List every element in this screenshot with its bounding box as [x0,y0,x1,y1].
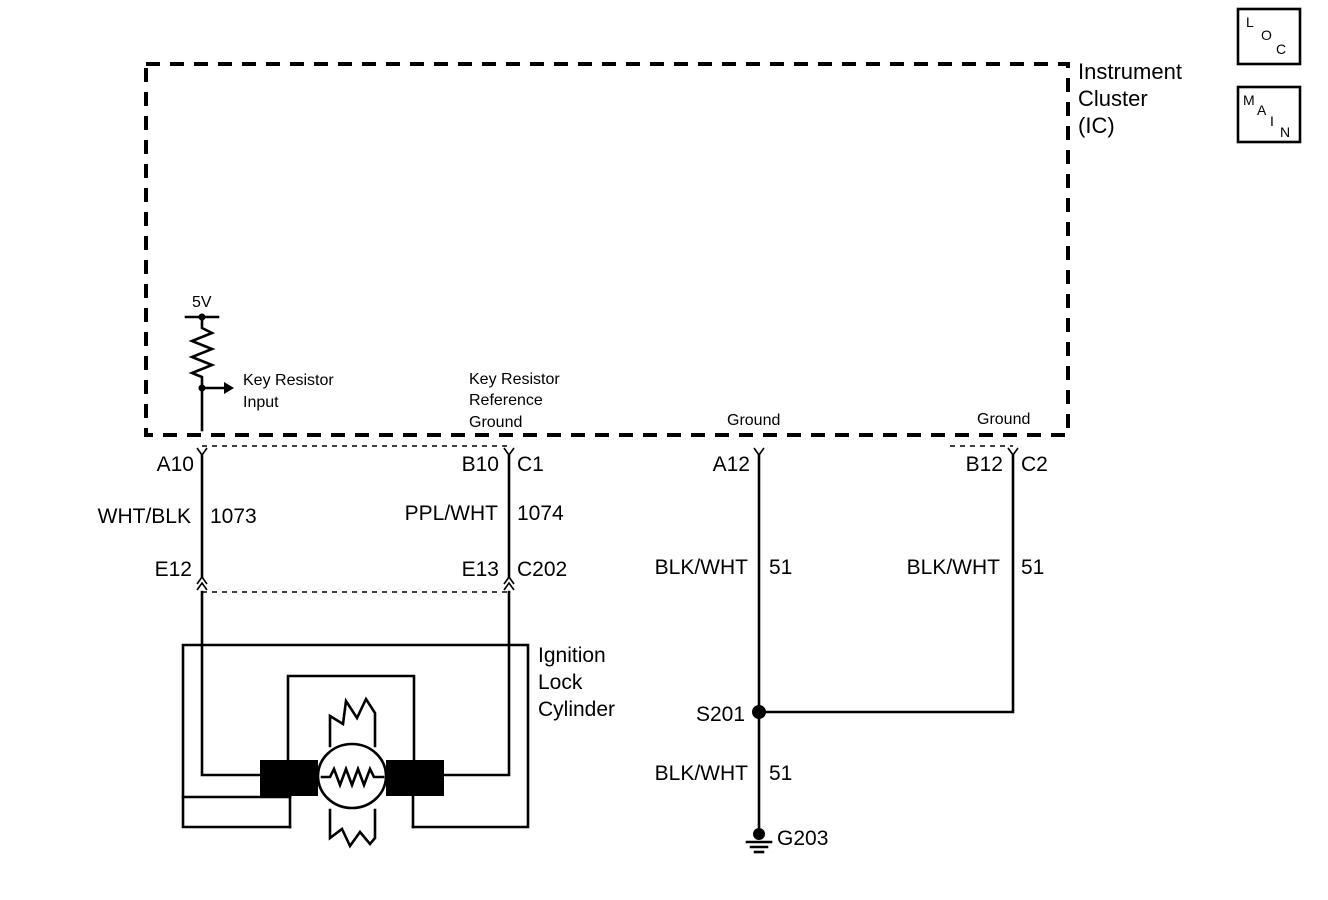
main-letter-a: A [1257,102,1267,118]
connector-c1: C1 [517,453,544,476]
circuit-1073-number: 1073 [210,505,257,528]
ic-title-line-2: Cluster [1078,86,1148,111]
pin-a10: A10 [157,453,194,476]
ground-g203-label: G203 [777,827,828,850]
circuit-1074-number: 1074 [517,502,564,525]
ground-wire-b12 [757,453,1015,714]
loc-letter-c: C [1276,41,1286,57]
pin-chevrons-top [196,447,1019,457]
instrument-cluster-title: Instrument Cluster (IC) [1078,59,1182,138]
loc-letter-o: O [1261,27,1272,43]
main-letter-m: M [1243,92,1255,108]
ground-label-b12: Ground [977,411,1030,428]
component-label-line-1: Ignition [538,644,606,667]
ignition-lock-cylinder [181,590,530,849]
contact-block-left [260,760,318,796]
ic-title-line-1: Instrument [1078,59,1182,84]
pin-a12: A12 [713,453,750,476]
supply-5v-label: 5V [192,294,212,311]
main-badge[interactable]: M A I N [1236,85,1302,144]
key-resistor-input-line-2: Input [243,394,279,411]
component-label-line-3: Cylinder [538,698,615,721]
main-letter-i: I [1270,113,1274,129]
input-arrow-icon [224,382,234,394]
circuit-1074-color: PPL/WHT [405,502,499,525]
ground-wire-b12-color: BLK/WHT [907,556,1001,579]
loc-letter-l: L [1246,14,1254,30]
instrument-cluster-boundary [144,62,1070,437]
ground-wire-g203-color: BLK/WHT [655,762,749,785]
ground-wire-b12-number: 51 [1021,556,1044,579]
connector-c202: C202 [517,558,567,581]
key-resistor-ref-ground-line-2: Reference [469,392,543,409]
pin-e13: E13 [462,558,499,581]
key-resistor-ref-ground-line-1: Key Resistor [469,371,560,388]
main-letter-n: N [1280,124,1290,140]
splice-s201-label: S201 [696,703,745,726]
ground-wire-g203-number: 51 [769,762,792,785]
contact-block-right [386,760,444,796]
pin-b12: B12 [966,453,1003,476]
loc-badge[interactable]: L O C [1236,7,1302,66]
pullup-resistor [188,315,216,390]
ground-wire-a12-number: 51 [769,556,792,579]
key-resistor-input-line-1: Key Resistor [243,372,334,389]
pin-b10: B10 [462,453,499,476]
component-label-line-2: Lock [538,671,583,694]
ic-title-line-3: (IC) [1078,113,1115,138]
ground-wire-a12-color: BLK/WHT [655,556,749,579]
connector-c2: C2 [1021,453,1048,476]
circuit-1073-color: WHT/BLK [98,505,191,528]
pin-e12: E12 [155,558,192,581]
key-resistor-ref-ground-line-3: Ground [469,414,522,431]
ground-icon [745,828,773,854]
ground-label-a12: Ground [727,412,780,429]
